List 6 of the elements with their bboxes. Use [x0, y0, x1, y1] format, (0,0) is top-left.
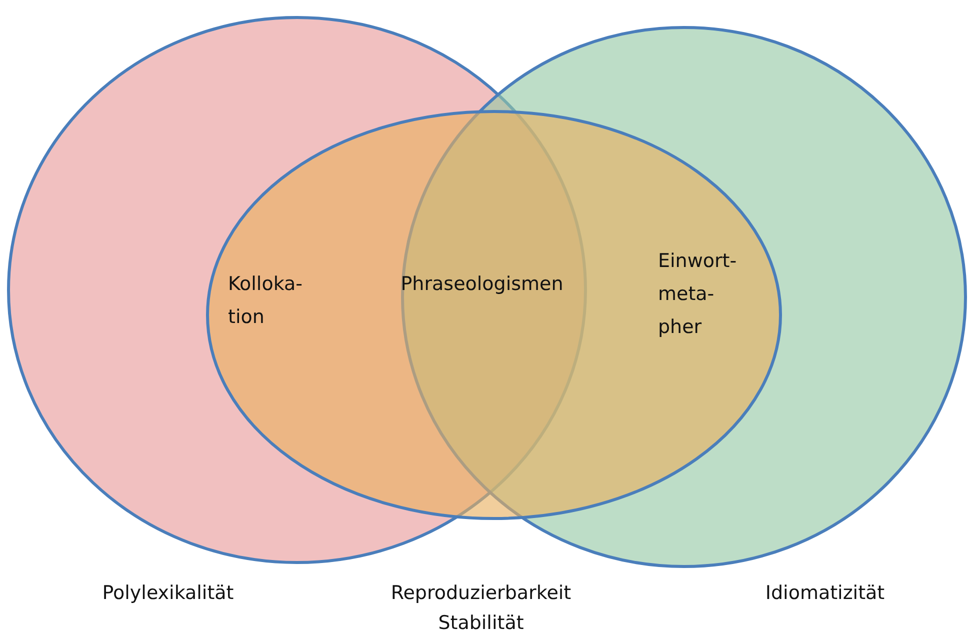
region-label: Kolloka- tion: [228, 272, 302, 330]
region-label: Einwort- meta- pher: [658, 249, 737, 340]
set-label: Idiomatizität: [765, 581, 885, 606]
set-label: Polylexikalität: [102, 581, 234, 606]
region-label: Reproduzierbarkeit Stabilität: [390, 581, 572, 634]
region-label: Phraseologismen: [400, 272, 564, 297]
